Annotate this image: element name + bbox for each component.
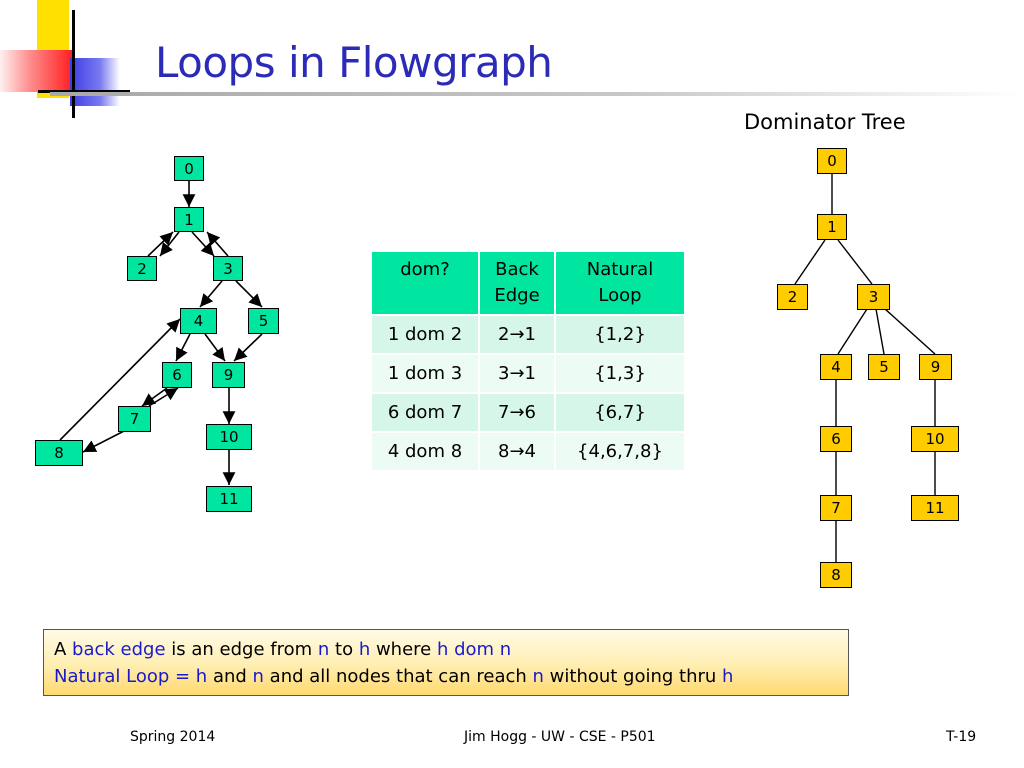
table-cell: {6,7} <box>556 394 684 431</box>
table-header-dom: dom? <box>372 252 478 314</box>
dom-node-11: 11 <box>911 495 959 521</box>
slide-title: Loops in Flowgraph <box>155 38 553 87</box>
table-row: 1 dom 3 3→1 {1,3} <box>372 355 684 392</box>
flow-node-3: 3 <box>213 256 243 281</box>
def-var-n: n <box>532 666 544 687</box>
footer-center: Jim Hogg - UW - CSE - P501 <box>464 729 656 745</box>
back-edge-table: dom? Back Edge Natural Loop 1 dom 2 2→1 … <box>370 250 686 472</box>
def-text: A <box>54 639 73 660</box>
dom-edge-3-4 <box>837 308 868 355</box>
table-row: 1 dom 2 2→1 {1,2} <box>372 316 684 353</box>
edge-8-4 <box>59 318 181 441</box>
def-text: and <box>207 666 253 687</box>
def-var-h: h <box>358 639 371 660</box>
table-cell: {1,2} <box>556 316 684 353</box>
flow-node-9: 9 <box>212 362 245 388</box>
dom-edge-3-9 <box>884 308 936 355</box>
dom-node-10: 10 <box>911 426 959 452</box>
table-cell: 1 dom 3 <box>372 355 478 392</box>
edge-7-6 <box>148 387 179 407</box>
table-header-row: dom? Back Edge Natural Loop <box>372 252 684 314</box>
dominator-tree-edges <box>794 174 936 562</box>
table-row: 4 dom 8 8→4 {4,6,7,8} <box>372 433 684 470</box>
dom-node-8: 8 <box>820 562 852 588</box>
dom-node-2: 2 <box>777 284 808 310</box>
flow-node-6: 6 <box>162 362 192 388</box>
dom-node-0: 0 <box>817 148 847 174</box>
def-text: where <box>370 639 437 660</box>
edge-2-1 <box>147 231 174 257</box>
dom-node-1: 1 <box>817 214 847 240</box>
dom-node-6: 6 <box>820 426 852 452</box>
table-cell: 6 dom 7 <box>372 394 478 431</box>
def-text: and all nodes that can reach <box>263 666 533 687</box>
flowgraph-edges <box>59 181 263 485</box>
def-term-natural-loop: Natural Loop = h <box>54 666 208 687</box>
edge-3-4 <box>199 280 223 308</box>
definition-box: A back edge is an edge from n to h where… <box>43 629 849 696</box>
table-cell: 7→6 <box>480 394 554 431</box>
flow-node-11: 11 <box>206 486 252 512</box>
table-cell: 8→4 <box>480 433 554 470</box>
def-text: is an edge from <box>165 639 318 660</box>
dom-edge-3-5 <box>875 308 885 355</box>
table-header-natural-loop: Natural Loop <box>556 252 684 314</box>
table-row: 6 dom 7 7→6 {6,7} <box>372 394 684 431</box>
edge-3-5 <box>235 280 263 308</box>
dom-node-9: 9 <box>919 354 952 380</box>
flow-node-8: 8 <box>35 440 83 466</box>
edge-4-9 <box>204 333 226 362</box>
def-text: without going thru <box>543 666 723 687</box>
edge-4-6 <box>175 333 191 362</box>
flow-node-7: 7 <box>118 406 151 432</box>
definition-line-1: A back edge is an edge from n to h where… <box>54 636 838 663</box>
def-var-h: h <box>722 666 734 687</box>
table-cell: 4 dom 8 <box>372 433 478 470</box>
table-cell: {1,3} <box>556 355 684 392</box>
def-var-n: n <box>317 639 330 660</box>
edge-7-8 <box>82 429 127 453</box>
dominator-tree-title: Dominator Tree <box>744 110 906 134</box>
title-rule <box>50 92 1020 96</box>
dom-node-3: 3 <box>857 284 890 310</box>
edge-6-7 <box>141 387 168 407</box>
dom-node-7: 7 <box>820 495 852 521</box>
dom-node-5: 5 <box>868 354 900 380</box>
definition-line-2: Natural Loop = h and n and all nodes tha… <box>54 663 838 690</box>
flow-node-1: 1 <box>174 207 204 232</box>
flow-node-10: 10 <box>206 424 252 450</box>
table-header-back-edge: Back Edge <box>480 252 554 314</box>
edge-1-3 <box>191 231 215 257</box>
table-cell: 2→1 <box>480 316 554 353</box>
edge-5-9 <box>233 333 263 362</box>
flow-node-4: 4 <box>180 308 217 334</box>
edge-3-1 <box>206 231 229 257</box>
table-cell: 1 dom 2 <box>372 316 478 353</box>
def-text: to <box>329 639 359 660</box>
flow-node-2: 2 <box>127 256 157 281</box>
table-cell: {4,6,7,8} <box>556 433 684 470</box>
footer-right: T-19 <box>946 729 977 745</box>
dom-edge-1-2 <box>794 239 826 285</box>
table-cell: 3→1 <box>480 355 554 392</box>
dom-edge-1-3 <box>837 239 873 285</box>
footer-left: Spring 2014 <box>130 729 216 745</box>
def-h-dom-n: h dom n <box>436 639 512 660</box>
def-var-n: n <box>252 666 264 687</box>
flow-node-5: 5 <box>248 308 279 334</box>
def-term-back-edge: back edge <box>72 639 166 660</box>
dom-node-4: 4 <box>820 354 852 380</box>
flow-node-0: 0 <box>174 156 204 181</box>
